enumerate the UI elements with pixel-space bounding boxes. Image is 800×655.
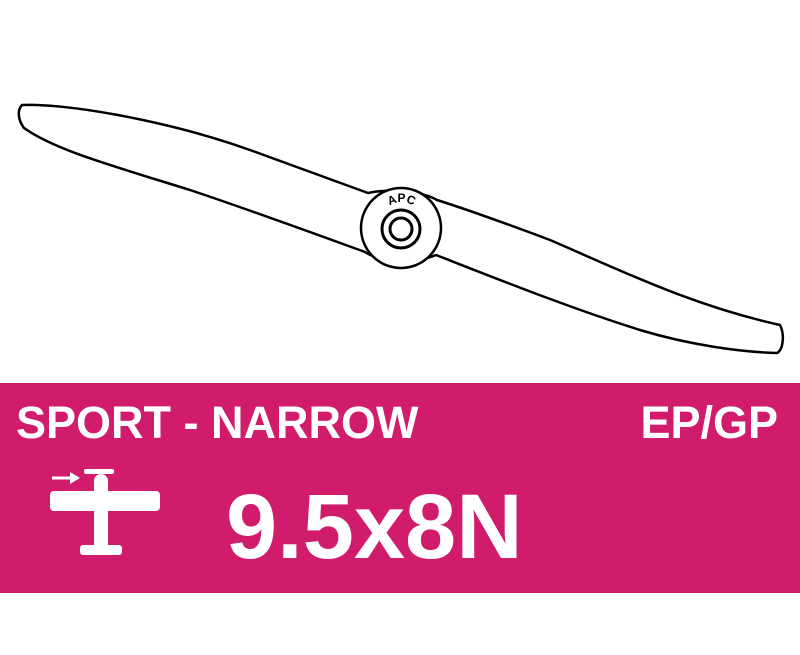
hub-outer-circle	[359, 186, 443, 270]
product-banner: SPORT - NARROW EP/GP 9.5x8N	[0, 383, 800, 593]
propeller-icon: APC	[17, 103, 785, 355]
propeller-illustration: APC	[17, 103, 785, 355]
propeller-category: SPORT - NARROW	[16, 397, 419, 448]
engine-type: EP/GP	[640, 397, 778, 448]
propeller-size: 9.5x8N	[226, 476, 523, 578]
airplane-icon	[50, 469, 160, 555]
hub-logo-text: APC	[385, 191, 418, 208]
hub-ring-inner	[388, 216, 414, 242]
hub-ring-outer	[380, 208, 422, 250]
direction-arrow-icon	[52, 472, 80, 484]
